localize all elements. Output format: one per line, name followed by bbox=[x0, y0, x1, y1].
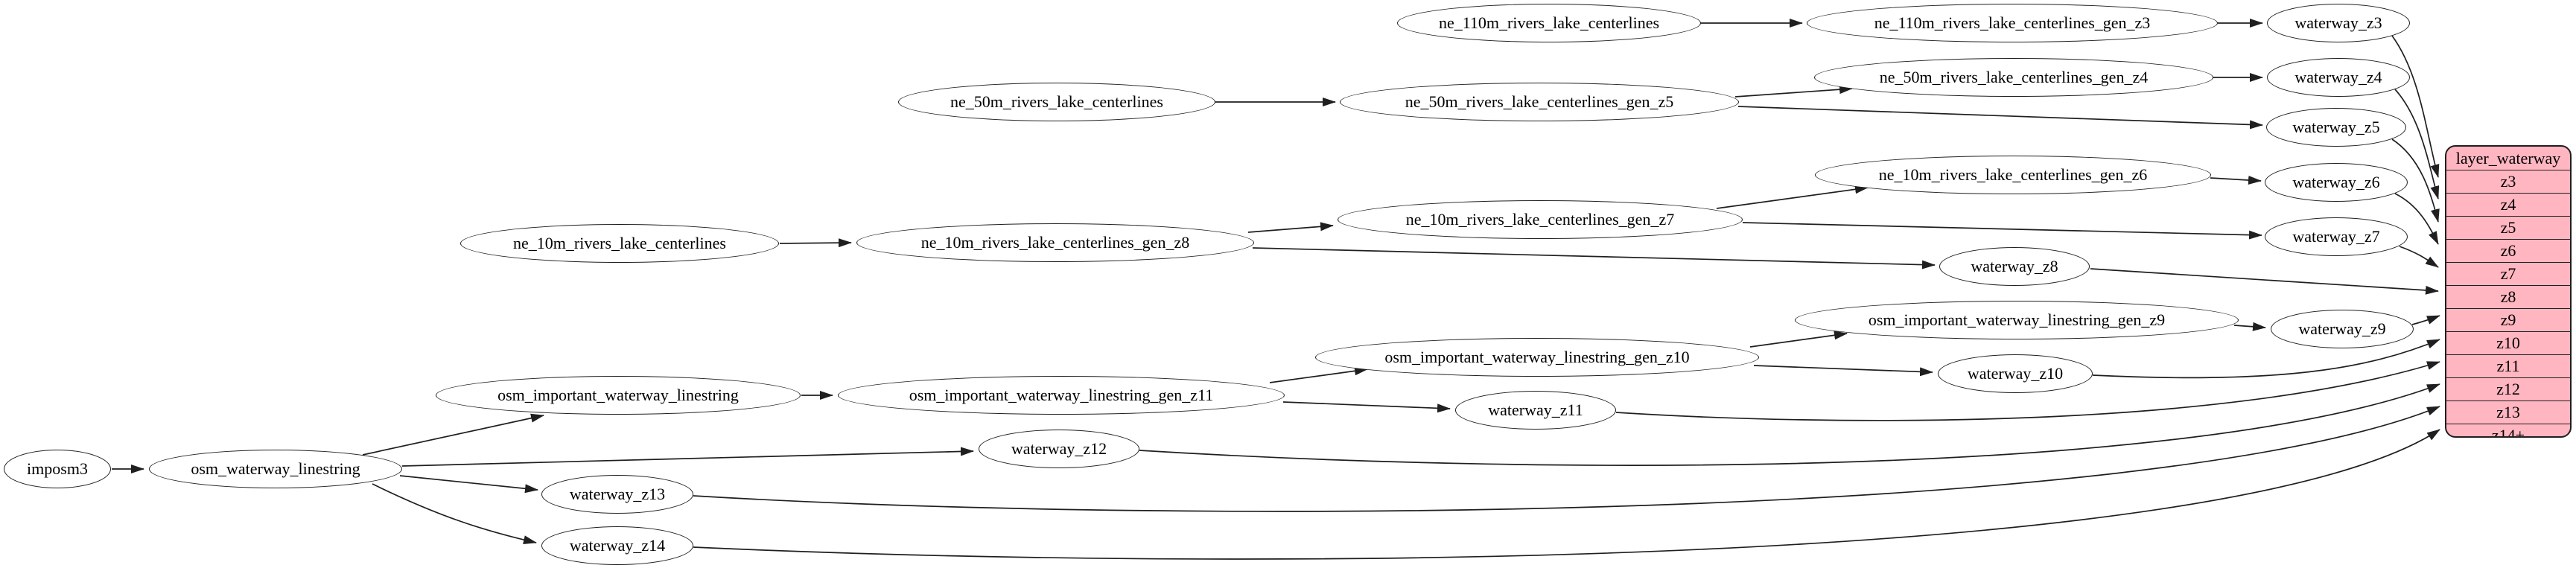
edge-waterway_z10-to-record-z10 bbox=[2092, 339, 2440, 379]
node-ne_10m_rivers_lake_centerlines_gen_z8: ne_10m_rivers_lake_centerlines_gen_z8 bbox=[856, 223, 1254, 262]
edge-osm_waterway_linestring-to-waterway_z13 bbox=[399, 475, 538, 494]
node-osm_important_waterway_linestring_gen_z9: osm_important_waterway_linestring_gen_z9 bbox=[1795, 301, 2239, 339]
node-osm_important_waterway_linestring: osm_important_waterway_linestring bbox=[436, 376, 801, 415]
node-ne_10m_rivers_lake_centerlines: ne_10m_rivers_lake_centerlines bbox=[460, 224, 779, 263]
edge-gen_z7-to-gen_z6 bbox=[1716, 185, 1869, 209]
edge-waterway_z14-to-record-z14 bbox=[693, 429, 2440, 560]
node-waterway_z3: waterway_z3 bbox=[2267, 4, 2410, 42]
edge-gen_z11-to-waterway_z11 bbox=[1282, 401, 1451, 413]
node-imposm3: imposm3 bbox=[4, 450, 111, 488]
node-osm_waterway_linestring: osm_waterway_linestring bbox=[149, 450, 402, 488]
edge-gen_z8-to-gen_z7 bbox=[1247, 222, 1334, 233]
node-waterway_z10: waterway_z10 bbox=[1938, 354, 2093, 393]
edge-waterway_z7-to-record-z7 bbox=[2399, 246, 2439, 268]
node-waterway_z8: waterway_z8 bbox=[1939, 247, 2090, 286]
node-osm_important_waterway_linestring_gen_z11: osm_important_waterway_linestring_gen_z1… bbox=[838, 376, 1285, 415]
edge-waterway_z6-to-record-z6 bbox=[2394, 193, 2439, 245]
edge-osm_waterway_linestring-to-waterway_z12 bbox=[401, 447, 974, 467]
edge-gen_z8-to-waterway_z8 bbox=[1252, 247, 1936, 269]
record-row-z11: z11 bbox=[2446, 355, 2570, 378]
node-waterway_z4: waterway_z4 bbox=[2267, 58, 2410, 97]
edge-waterway_z4-to-record-z4 bbox=[2394, 89, 2440, 200]
record-row-z8: z8 bbox=[2446, 286, 2570, 309]
node-waterway_z13: waterway_z13 bbox=[541, 475, 693, 514]
node-waterway_z7: waterway_z7 bbox=[2265, 217, 2408, 256]
node-waterway_z12: waterway_z12 bbox=[979, 430, 1139, 468]
node-waterway_z11: waterway_z11 bbox=[1455, 391, 1616, 430]
edge-gen_z6-to-waterway_z6 bbox=[2210, 176, 2262, 185]
node-ne_10m_rivers_lake_centerlines_gen_z6: ne_10m_rivers_lake_centerlines_gen_z6 bbox=[1815, 156, 2211, 194]
node-ne_50m_rivers_lake_centerlines: ne_50m_rivers_lake_centerlines bbox=[898, 83, 1215, 121]
node-ne_50m_rivers_lake_centerlines_gen_z5: ne_50m_rivers_lake_centerlines_gen_z5 bbox=[1340, 83, 1739, 121]
node-osm_important_waterway_linestring_gen_z10: osm_important_waterway_linestring_gen_z1… bbox=[1315, 338, 1759, 377]
edge-gen_z5-to-gen_z4 bbox=[1734, 85, 1853, 98]
edge-osm_waterway_linestring-to-osm_important_waterway_linestring bbox=[362, 413, 544, 456]
record-row-z13: z13 bbox=[2446, 401, 2570, 424]
edge-waterway_z8-to-record-z8 bbox=[2090, 268, 2439, 295]
edge-osm_waterway_linestring-to-waterway_z14 bbox=[372, 483, 537, 545]
edge-gen_z9-to-waterway_z9 bbox=[2233, 322, 2266, 331]
edge-waterway_z5-to-record-z5 bbox=[2391, 138, 2440, 223]
record-layer_waterway: layer_waterway z3 z4 z5 z6 z7 z8 z9 z10 … bbox=[2445, 145, 2572, 438]
edge-gen_z10-to-gen_z9 bbox=[1749, 331, 1848, 348]
node-ne_50m_rivers_lake_centerlines_gen_z4: ne_50m_rivers_lake_centerlines_gen_z4 bbox=[1814, 58, 2213, 97]
record-row-z6: z6 bbox=[2446, 240, 2570, 263]
edge-gen_z10-to-waterway_z10 bbox=[1753, 365, 1933, 377]
edge-waterway_z3-to-record-z3 bbox=[2391, 35, 2440, 178]
node-waterway_z14: waterway_z14 bbox=[541, 526, 693, 565]
record-title: layer_waterway bbox=[2446, 147, 2570, 170]
node-ne_110m_rivers_lake_centerlines_gen_z3: ne_110m_rivers_lake_centerlines_gen_z3 bbox=[1807, 4, 2218, 42]
edge-waterway_z12-to-record-z12 bbox=[1139, 383, 2440, 466]
record-row-z9: z9 bbox=[2446, 309, 2570, 332]
node-ne_110m_rivers_lake_centerlines: ne_110m_rivers_lake_centerlines bbox=[1397, 4, 1701, 42]
record-row-z14plus: z14+ bbox=[2491, 426, 2525, 438]
edge-gen_z5-to-waterway_z5 bbox=[1737, 106, 2263, 130]
node-waterway_z5: waterway_z5 bbox=[2266, 108, 2406, 147]
record-row-z7: z7 bbox=[2446, 263, 2570, 286]
edge-gen_z7-to-waterway_z7 bbox=[1742, 222, 2262, 240]
record-row-z10: z10 bbox=[2446, 332, 2570, 355]
node-waterway_z6: waterway_z6 bbox=[2265, 163, 2408, 202]
record-row-z5: z5 bbox=[2446, 217, 2570, 240]
node-waterway_z9: waterway_z9 bbox=[2271, 310, 2414, 348]
record-row-z3: z3 bbox=[2446, 170, 2570, 194]
record-row-z4: z4 bbox=[2446, 194, 2570, 217]
edge-gen_z11-to-gen_z10 bbox=[1269, 366, 1368, 383]
edge-waterway_z11-to-record-z11 bbox=[1615, 361, 2440, 421]
node-ne_10m_rivers_lake_centerlines_gen_z7: ne_10m_rivers_lake_centerlines_gen_z7 bbox=[1338, 200, 1743, 239]
edge-waterway_z13-to-record-z13 bbox=[693, 406, 2440, 512]
record-row-z12: z12 bbox=[2446, 378, 2570, 401]
edge-waterway_z9-to-record-z9 bbox=[2411, 315, 2440, 325]
